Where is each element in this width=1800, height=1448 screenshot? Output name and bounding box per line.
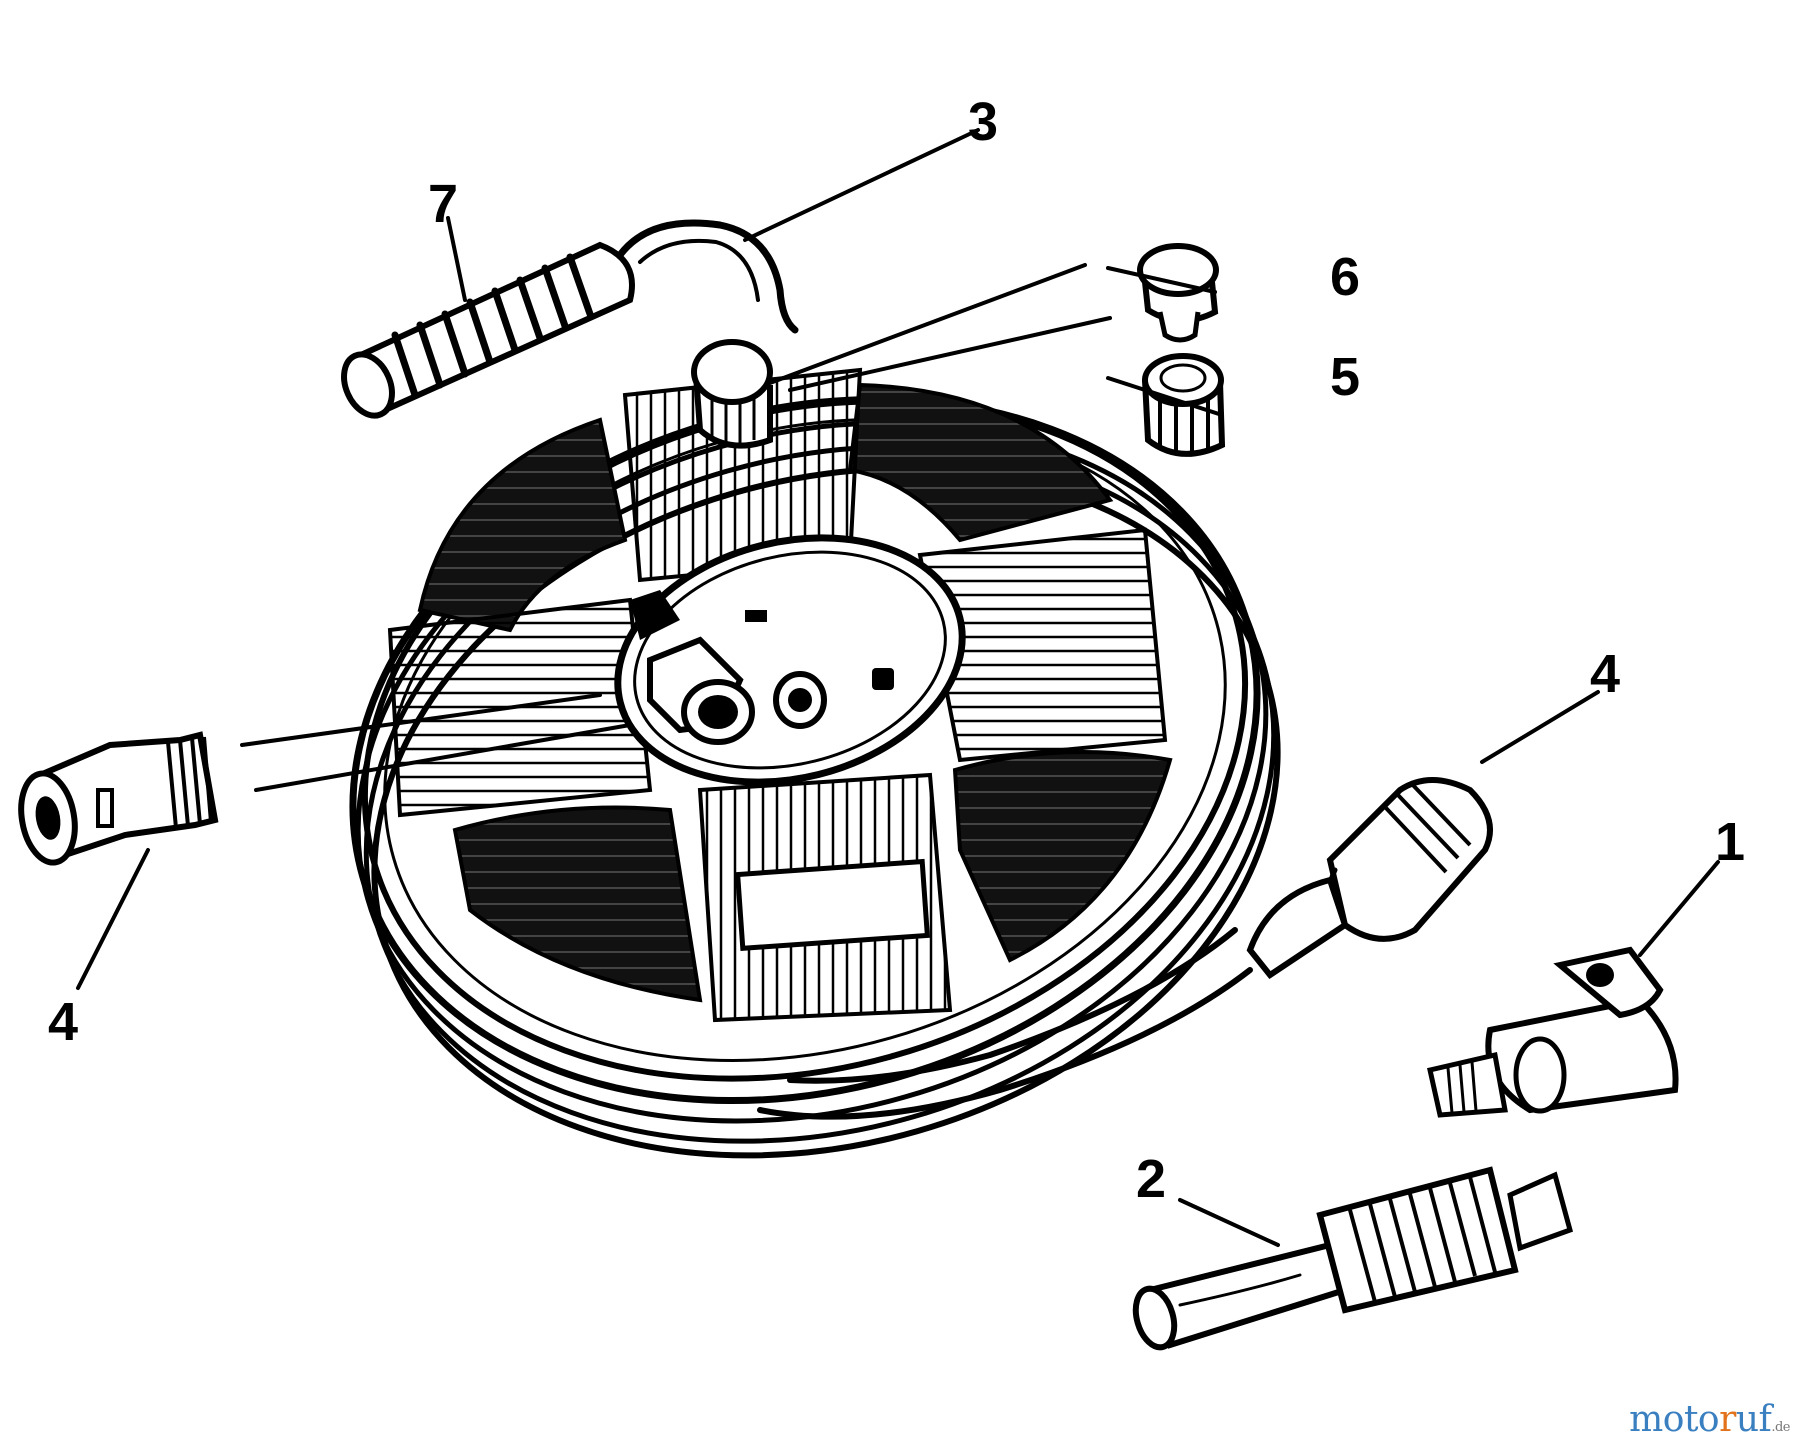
hose-guide	[341, 219, 799, 419]
quick-connector	[757, 777, 1493, 1120]
callouts: 3 7 6 5 4 4 1 2	[48, 92, 1745, 1209]
watermark-part-b: r	[1719, 1399, 1736, 1440]
hose-reel	[349, 367, 1281, 1159]
callout-1: 1	[1715, 812, 1745, 872]
watermark-part-a: moto	[1629, 1399, 1720, 1440]
tap-adapter	[1427, 946, 1679, 1118]
cap	[1137, 243, 1219, 343]
watermark-part-c: uf	[1735, 1399, 1772, 1440]
callout-2: 2	[1136, 1149, 1166, 1209]
callout-7: 7	[428, 174, 458, 234]
connector-nut	[1142, 353, 1226, 457]
callout-6: 6	[1330, 247, 1360, 307]
leader-lines	[76, 128, 1720, 1247]
watermark-tld: .de	[1771, 1420, 1790, 1435]
callout-5: 5	[1330, 347, 1360, 407]
spray-nozzle	[1132, 1166, 1574, 1351]
reel-knob	[691, 339, 773, 449]
callout-3: 3	[968, 92, 998, 152]
quick-connector	[18, 731, 219, 866]
watermark-logo: motoruf.de	[1629, 1399, 1790, 1440]
callout-4-right: 4	[1590, 644, 1620, 704]
hub-connector	[630, 590, 827, 745]
callout-4-left: 4	[48, 992, 78, 1052]
